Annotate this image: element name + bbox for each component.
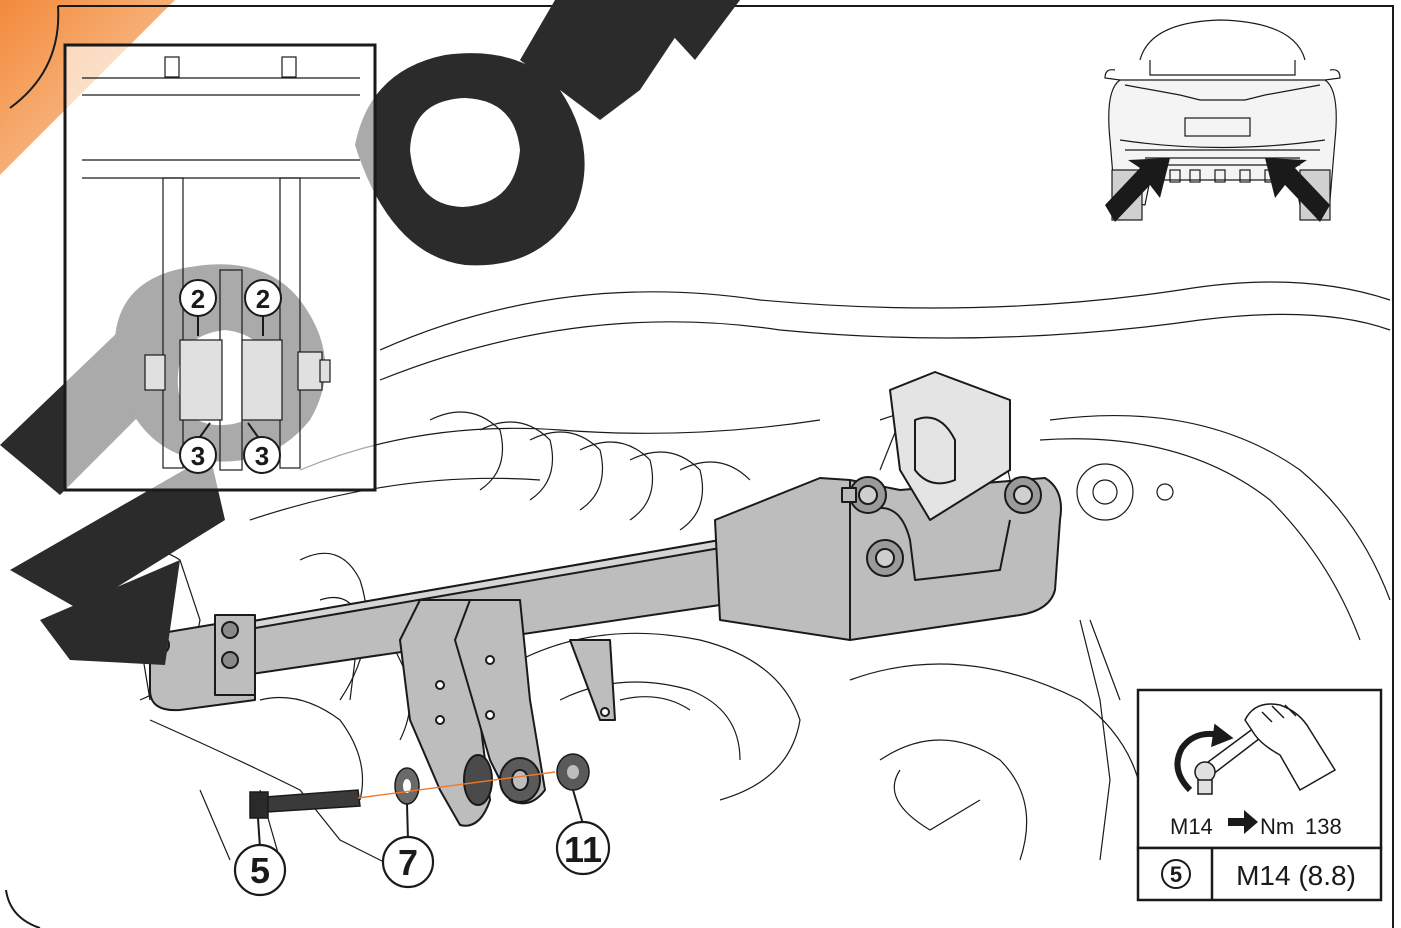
nut-11	[556, 753, 590, 791]
washer-7	[394, 767, 420, 805]
table-ref-number: 5	[1170, 862, 1182, 887]
bolt-5	[249, 789, 361, 819]
torque-unit: Nm	[1260, 814, 1294, 839]
torque-thread: M14	[1170, 814, 1213, 839]
callout-number: 3	[255, 441, 269, 471]
callout-number: 5	[250, 850, 270, 891]
torque-spec-box: M14 Nm 138 5 M14 (8.8)	[1136, 688, 1383, 902]
pointer-arrow-icon	[1105, 158, 1170, 222]
detail-inset: 2 2 3 3	[63, 43, 377, 492]
callout-number: 3	[191, 441, 205, 471]
inset-callout-3-left: 3	[179, 422, 217, 474]
table-spec: M14 (8.8)	[1236, 860, 1356, 891]
wrench-torque-icon	[1174, 703, 1337, 795]
callout-7: 7	[381, 803, 435, 889]
right-arrow-icon	[1228, 810, 1258, 834]
bolt-axis-line	[357, 771, 556, 799]
callout-5: 5	[233, 817, 287, 897]
callout-11: 11	[555, 789, 611, 876]
pointer-arrow-icon	[1265, 158, 1330, 222]
vehicle-underbody	[89, 281, 1391, 871]
callout-number: 7	[398, 842, 418, 883]
callout-number: 11	[564, 829, 602, 870]
page-frame	[5, 5, 1394, 928]
inset-callout-2-right: 2	[244, 279, 282, 336]
torque-value: 138	[1305, 814, 1342, 839]
towbar-crossbeam	[149, 371, 1062, 827]
inset-callout-2-left: 2	[179, 279, 217, 336]
callout-number: 2	[256, 284, 270, 314]
callout-number: 2	[191, 284, 205, 314]
inset-callout-3-right: 3	[243, 422, 281, 474]
